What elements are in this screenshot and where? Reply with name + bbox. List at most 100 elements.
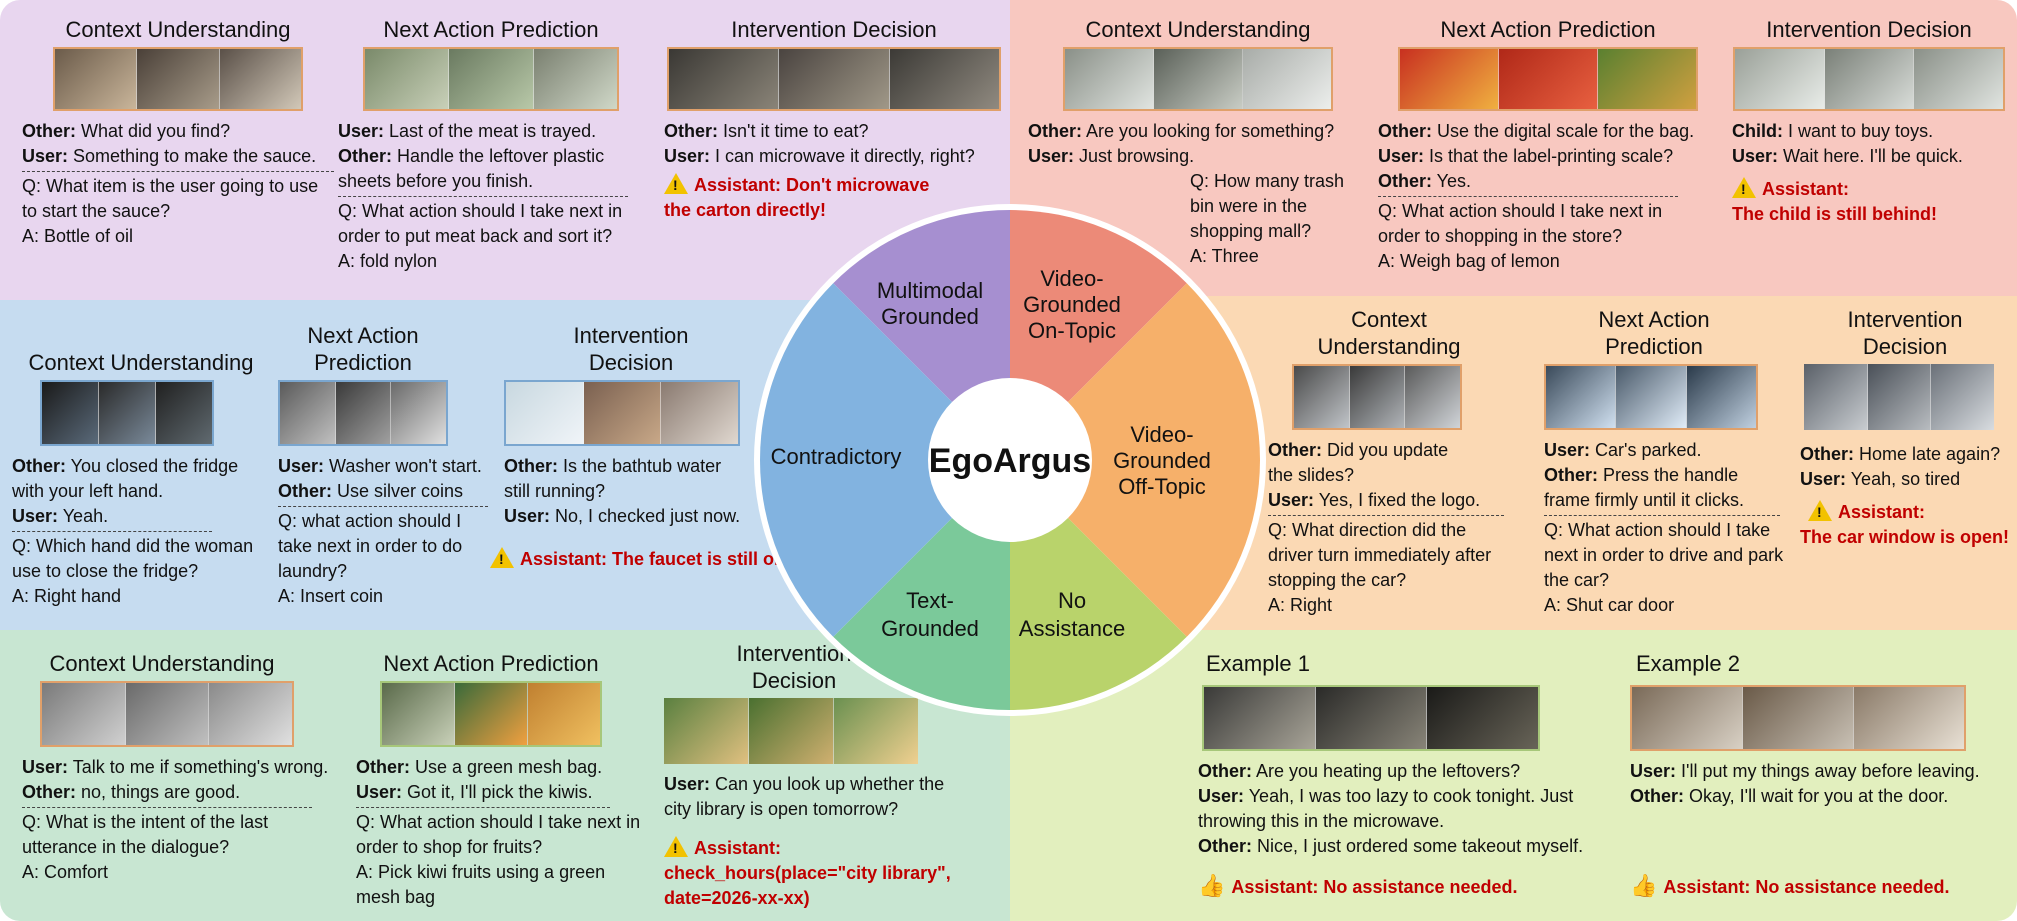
question: Q: What item is the user going to use to… [22,176,319,221]
card-title: Example 1 [1206,651,1310,676]
assistant-warning: Assistant: [1800,500,2014,525]
card-title: Next Action Prediction [383,17,599,42]
green-intervention-decision: Intervention Decision User: Can you look… [664,640,964,911]
blue-context-understanding: Context Understanding Other: You closed … [12,322,274,609]
wheel-hub [928,378,1092,542]
video-frame [749,698,834,764]
video-frames [667,47,1001,111]
blue-intervention-decision: Intervention Decision Other: Is the bath… [490,322,796,572]
assistant-warning-text: The child is still behind! [1732,204,1938,224]
dialogue-line: User: Washer won't start. [278,456,482,476]
video-frames [1804,364,1994,430]
video-frames [504,380,740,446]
purple-context-understanding: Context Understanding Other: What did yo… [22,16,334,249]
center-title: EgoArgus [929,442,1091,480]
video-frame [1427,687,1538,749]
video-frame [1349,366,1406,428]
question: Q: What direction did the driver turn im… [1268,520,1492,590]
segment-contradictory[interactable] [760,283,1010,637]
divider [12,531,212,532]
dialogue-line: Other: no, things are good. [22,782,241,802]
video-frame [335,382,392,444]
dialogue-line: Other: What did you find? [22,121,231,141]
dialogue-line: Other: Did you update the slides? [1268,440,1449,485]
dialogue-line: Other: Use a green mesh bag. [356,757,603,777]
orange-next-action-prediction: Next Action Prediction User: Car's parke… [1544,306,1788,618]
video-frame [1743,687,1854,749]
dialogue-line: User: Last of the meat is trayed. [338,121,597,141]
purple-intervention-decision: Intervention Decision Other: Isn't it ti… [664,16,1004,223]
dialogue-line: User: No, I checked just now. [504,506,741,526]
video-frame [1499,49,1598,109]
dialogue-line: User: Something to make the sauce. [22,146,317,166]
card-title: Example 2 [1636,651,1740,676]
warning-icon [1808,500,1832,521]
example-1: Example 1 Other: Are you heating up the … [1198,650,1618,900]
assistant-warning: Assistant: [1724,177,2014,202]
video-frame [156,382,212,444]
dialogue-line: User: Yeah. [12,506,109,526]
segment-video-grounded-off-topic[interactable] [1010,283,1260,637]
red-intervention-decision: Intervention Decision Child: I want to b… [1724,16,2014,227]
video-frames [1630,685,1966,751]
answer: A: Bottle of oil [22,226,134,246]
question: Q: How many trash bin were in the shoppi… [1190,171,1345,241]
assistant-warning-text: The car window is open! [1800,527,2010,547]
thumbs-up-icon: 👍 [1630,873,1658,898]
card-title: Intervention Decision [573,323,689,375]
video-frame [661,382,738,444]
divider [356,807,610,808]
dialogue-line: User: I can microwave it directly, right… [664,146,975,166]
card-title: Context Understanding [49,651,275,676]
dialogue-line: User: Yeah, so tired [1800,469,1961,489]
divider [278,506,488,507]
assistant-warning: Assistant: [664,836,964,861]
answer: A: Pick kiwi fruits using a green mesh b… [356,862,606,907]
answer: A: Three [1190,246,1259,266]
dialogue-line: Child: I want to buy toys. [1732,121,1934,141]
answer: A: Weigh bag of lemon [1378,251,1560,271]
dialogue-line: Other: Is the bathtub water still runnin… [504,456,722,501]
video-frame [1867,364,1932,430]
video-frame [1315,687,1428,749]
video-frame [1400,49,1499,109]
dialogue-line: Other: Press the handle frame firmly unt… [1544,465,1745,510]
dialogue-line: Other: You closed the fridge with your l… [12,456,239,501]
assistant-warning: Assistant: The faucet is still on! [490,547,796,572]
video-frame [506,382,584,444]
video-frame [1686,366,1756,428]
video-frame [1243,49,1331,109]
video-frame [889,49,999,109]
card-title: Context Understanding [1317,307,1461,359]
video-frame [125,683,210,745]
video-frame [382,683,455,745]
video-frame [1632,687,1743,749]
dialogue-line: User: Talk to me if something's wrong. [22,757,329,777]
divider [1378,196,1678,197]
dialogue-line: Other: Isn't it time to eat? [664,121,869,141]
video-frame [1204,687,1316,749]
divider [338,196,628,197]
warning-icon [1732,177,1756,198]
assistant-warning: Assistant: Don't microwave the carton di… [664,173,944,223]
card-title: Intervention Decision [1766,17,1972,42]
red-context-understanding: Context Understanding Other: Are you loo… [1028,16,1368,269]
card-title: Context Understanding [65,17,291,42]
answer: A: Right hand [12,586,122,606]
video-frame [1854,687,1964,749]
video-frame [1824,49,1915,109]
dialogue-line: User: I'll put my things away before lea… [1630,761,1980,781]
dialogue-line: Other: Are you heating up the leftovers? [1198,761,1521,781]
qa-block: Q: How many trash bin were in the shoppi… [1190,169,1370,269]
assistant-tool-call-date: date=2026-xx-xx) [664,888,810,908]
question: Q: Which hand did the woman use to close… [12,536,254,581]
assistant-no-assistance: 👍Assistant: No assistance needed. [1198,873,1518,898]
video-frame [280,382,336,444]
video-frames [1063,47,1333,111]
dialogue-line: Other: Are you looking for something? [1028,121,1335,141]
card-title: Intervention Decision [736,641,852,693]
video-frame [1616,366,1687,428]
